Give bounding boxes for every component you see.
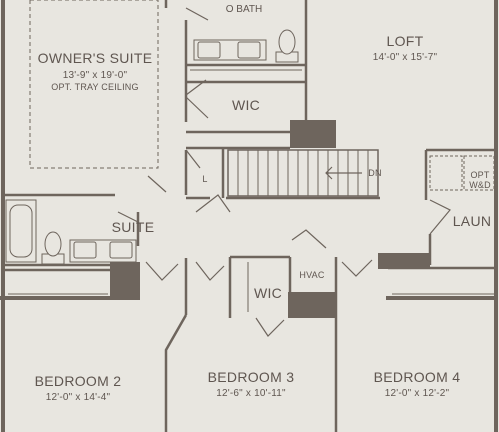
staircase [227,149,379,197]
linen-label: L [202,174,207,184]
loft-size: 14'-0" x 15'-7" [373,52,438,63]
closet-shelves [8,262,494,312]
owners-bath-fixtures [190,29,302,71]
laundry-note-line1: OPT [470,170,489,180]
stairs-down-label: DN [368,168,381,178]
hvac-label: HVAC [299,270,324,280]
tray-ceiling-outline [29,0,159,169]
suite-bath-fixtures [5,199,137,265]
owners-suite-label: OWNER'S SUITE [38,50,153,66]
bedroom-2-label: BEDROOM 2 [35,373,122,389]
bedroom-4-size: 12'-0" x 12'-2" [385,388,450,399]
laundry-label: LAUN [453,213,492,229]
bedroom-4-label: BEDROOM 4 [374,369,461,385]
owners-wic-label: WIC [232,97,260,113]
bedroom-3-label: BEDROOM 3 [208,369,295,385]
door-swings [117,7,451,337]
owners-bath-label: O BATH [226,4,262,15]
laundry-note-line2: W&D [469,180,491,190]
owners-suite-size: 13'-9" x 19'-0" [63,70,128,81]
loft-label: LOFT [387,33,424,49]
bedroom-2-size: 12'-0" x 14'-4" [46,392,111,403]
bedroom-3-size: 12'-6" x 10'-11" [216,388,286,399]
owners-suite-note: OPT. TRAY CEILING [51,82,138,92]
solid-wall-blocks [0,120,496,318]
wic-2-label: WIC [254,285,282,301]
suite-label: SUITE [112,219,155,235]
washer-dryer-outline [429,155,495,191]
